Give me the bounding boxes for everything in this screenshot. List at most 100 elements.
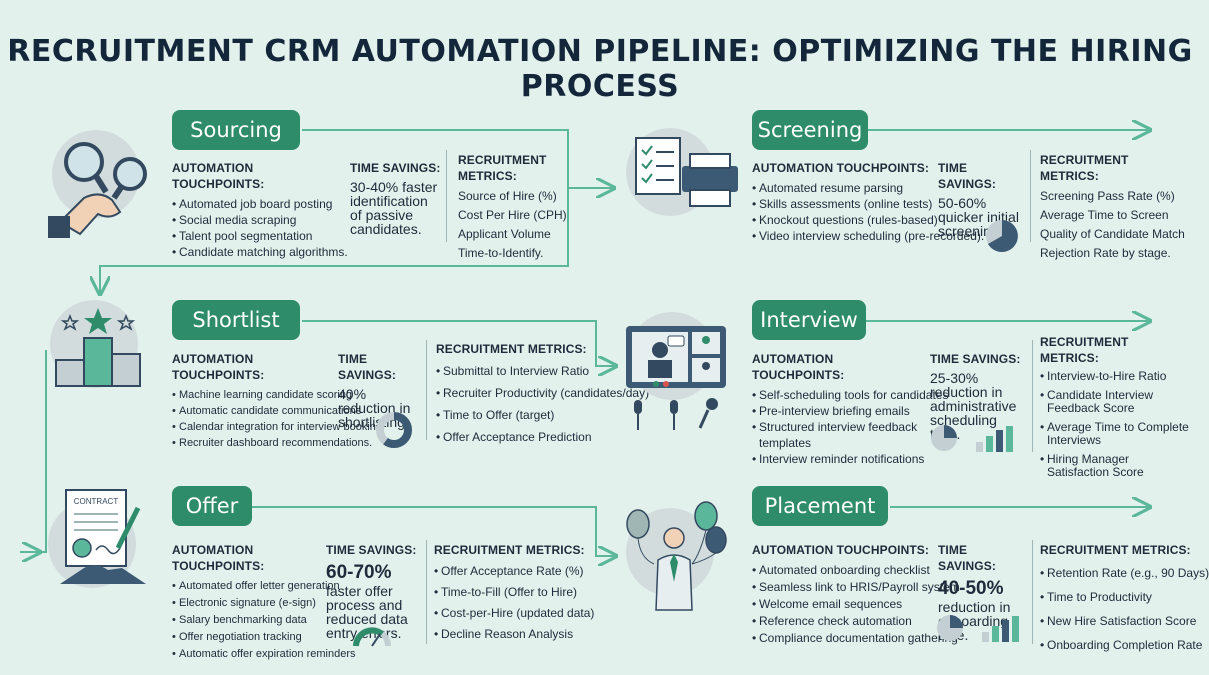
list-item: Calendar integration for interview booki… — [172, 419, 382, 435]
list-item: Average Time to Screen — [1040, 208, 1169, 222]
divider — [426, 340, 427, 440]
stage-label-offer: Offer — [172, 486, 252, 526]
screening-touchpoints: AUTOMATION TOUCHPOINTS: Automated resume… — [752, 160, 984, 244]
savings-text: 30-40% faster identification of passive … — [350, 179, 438, 237]
pie-chart-icon — [986, 220, 1018, 252]
list-item: Knockout questions (rules-based) — [752, 212, 938, 228]
list-item: Structured interview feedback templates — [752, 419, 922, 451]
list-item: Onboarding Completion Rate — [1040, 634, 1202, 656]
contract-title: CONTRACT — [74, 497, 119, 506]
offer-metrics: RECRUITMENT METRICS: Offer Acceptance Ra… — [434, 542, 594, 646]
divider — [1032, 540, 1033, 644]
list-item: Time-to-Identify. — [458, 246, 544, 260]
connector-offer-placement — [252, 506, 614, 556]
list-item: Automatic candidate communications — [172, 403, 361, 419]
stage-label-interview: Interview — [752, 300, 866, 340]
list-item: Submittal to Interview Ratio — [436, 361, 606, 381]
shortlist-metrics: RECRUITMENT METRICS: Submittal to Interv… — [436, 341, 649, 449]
list-item: Social media scraping — [172, 212, 342, 228]
stage-label-placement: Placement — [752, 486, 888, 526]
list-item: Recruiter Productivity (candidates/day) — [436, 383, 649, 403]
video-call-icon — [626, 326, 726, 430]
list-item: Average Time to Complete Interviews — [1040, 421, 1190, 447]
list-item: Machine learning candidate scoring — [172, 387, 352, 403]
sourcing-touchpoints: AUTOMATION TOUCHPOINTS: Automated job bo… — [172, 160, 348, 260]
checklist-printer-icon — [635, 137, 738, 207]
list-item: Pre-interview briefing emails — [752, 403, 922, 419]
screening-metrics: RECRUITMENT METRICS: Screening Pass Rate… — [1040, 152, 1190, 264]
savings-highlight: 40-50% — [938, 578, 1004, 599]
savings-heading: TIME SAVINGS: — [350, 161, 441, 175]
divider — [426, 540, 427, 644]
shortlist-touchpoints: AUTOMATION TOUCHPOINTS: Machine learning… — [172, 351, 382, 451]
magnifier-hand-icon — [48, 142, 147, 238]
gauge-icon — [353, 627, 391, 647]
shortlist-time-savings: TIME SAVINGS: 40% reduction in shortlist… — [338, 351, 418, 429]
list-item: Time to Productivity — [1040, 586, 1195, 608]
page-title: RECRUITMENT CRM AUTOMATION PIPELINE: OPT… — [7, 34, 1193, 104]
list-item: Screening Pass Rate (%) — [1040, 189, 1175, 203]
list-item: Automated offer letter generation — [172, 578, 340, 595]
list-item: Welcome email sequences — [752, 596, 932, 613]
offer-touchpoints: AUTOMATION TOUCHPOINTS: Automated offer … — [172, 542, 356, 663]
savings-heading: TIME SAVINGS: — [326, 543, 417, 557]
savings-highlight: 60-70% — [326, 562, 392, 583]
list-item: Electronic signature (e-sign) — [172, 595, 322, 612]
list-item: Hiring Manager Satisfaction Score — [1040, 453, 1190, 479]
metrics-heading: RECRUITMENT METRICS: — [434, 543, 585, 557]
list-item: Applicant Volume — [458, 227, 551, 241]
list-item: Rejection Rate by stage. — [1040, 246, 1171, 260]
list-item: Candidate matching algorithms. — [172, 244, 348, 260]
divider — [1030, 150, 1031, 242]
divider — [446, 150, 447, 242]
metrics-heading: RECRUITMENT METRICS: — [1040, 153, 1129, 183]
placement-metrics: RECRUITMENT METRICS: Retention Rate (e.g… — [1040, 542, 1209, 658]
list-item: Talent pool segmentation — [172, 228, 342, 244]
list-item: Compliance documentation gathering — [752, 630, 958, 647]
touchpoints-heading: AUTOMATION TOUCHPOINTS: — [752, 543, 929, 557]
touchpoints-heading: AUTOMATION TOUCHPOINTS: — [172, 543, 265, 573]
list-item: Candidate Interview Feedback Score — [1040, 389, 1190, 415]
list-item: Video interview scheduling (pre-recorded… — [752, 228, 984, 244]
metrics-heading: RECRUITMENT METRICS: — [1040, 335, 1129, 365]
list-item: New Hire Satisfaction Score — [1040, 610, 1196, 632]
pie-and-bar-icons — [937, 615, 1019, 642]
offer-time-savings: TIME SAVINGS: 60-70% faster offer proces… — [326, 542, 420, 640]
stage-label-shortlist: Shortlist — [172, 300, 300, 340]
list-item: Automated onboarding checklist — [752, 562, 932, 579]
connector-sourcing-screening — [302, 129, 612, 188]
list-item: Skills assessments (online tests) — [752, 196, 932, 212]
touchpoints-heading: AUTOMATION TOUCHPOINTS: — [172, 161, 265, 191]
interview-touchpoints: AUTOMATION TOUCHPOINTS: Self-scheduling … — [752, 351, 948, 467]
metrics-heading: RECRUITMENT METRICS: — [1040, 543, 1191, 557]
stage-label-sourcing: Sourcing — [172, 110, 300, 150]
metrics-heading: RECRUITMENT METRICS: — [458, 153, 547, 183]
sourcing-metrics: RECRUITMENT METRICS: Source of Hire (%) … — [458, 152, 598, 264]
stage-label-screening: Screening — [752, 110, 868, 150]
list-item: Automated resume parsing — [752, 180, 932, 196]
list-item: Offer negotiation tracking — [172, 629, 322, 646]
divider — [1032, 340, 1033, 452]
touchpoints-heading: AUTOMATION TOUCHPOINTS: — [172, 352, 265, 382]
list-item: Time to Offer (target) — [436, 405, 606, 425]
list-item: Reference check automation — [752, 613, 932, 630]
list-item: Interview reminder notifications — [752, 451, 924, 467]
metrics-heading: RECRUITMENT METRICS: — [436, 342, 587, 356]
list-item: Self-scheduling tools for candidates — [752, 387, 948, 403]
pie-and-bar-icons — [931, 425, 1013, 452]
list-item: Cost-per-Hire (updated data) — [434, 604, 594, 623]
list-item: Automatic offer expiration reminders — [172, 646, 356, 663]
savings-heading: TIME SAVINGS: — [930, 352, 1021, 366]
list-item: Interview-to-Hire Ratio — [1040, 370, 1190, 384]
list-item: Quality of Candidate Match — [1040, 227, 1185, 241]
interview-time-savings: TIME SAVINGS: 25-30% reduction in admini… — [930, 351, 1026, 441]
balloons-person-icon — [626, 501, 727, 611]
donut-chart-icon — [376, 412, 412, 448]
savings-heading: TIME SAVINGS: — [938, 543, 996, 573]
list-item: Decline Reason Analysis — [434, 625, 594, 644]
placement-touchpoints: AUTOMATION TOUCHPOINTS: Automated onboar… — [752, 542, 960, 647]
savings-heading: TIME SAVINGS: — [938, 161, 996, 191]
touchpoints-heading: AUTOMATION TOUCHPOINTS: — [752, 352, 845, 382]
touchpoints-heading: AUTOMATION TOUCHPOINTS: — [752, 161, 929, 175]
list-item: Offer Acceptance Prediction — [436, 427, 606, 447]
